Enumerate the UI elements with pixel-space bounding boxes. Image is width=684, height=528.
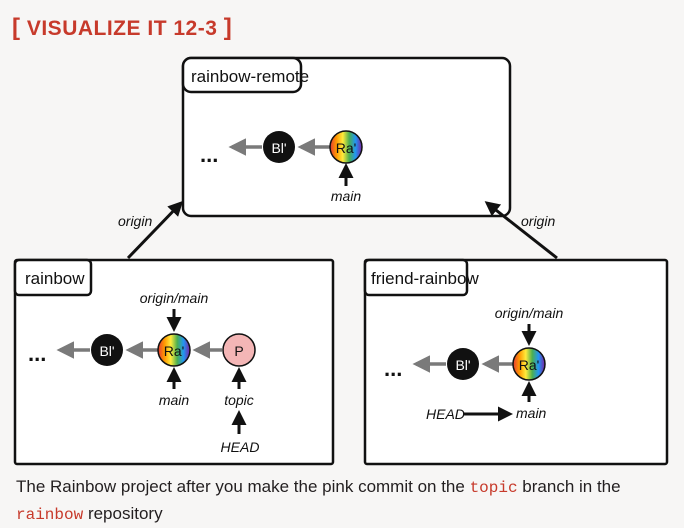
rainbow-commit-p (222, 333, 256, 367)
figure-title: VISUALIZE IT 12-3 (26, 17, 218, 40)
friend-ellipsis: ... (384, 356, 402, 381)
friend-label: friend-rainbow (371, 269, 479, 288)
rainbow-label-box (13, 258, 93, 297)
rainbow-main-label: main (159, 392, 190, 408)
origin-label-left: origin (118, 213, 152, 229)
caption-code-topic: topic (469, 479, 518, 497)
origin-connector-right (484, 201, 558, 260)
friend-rainbow-repo: friend-rainbow ... Bl' Ra' origin/main m… (363, 258, 669, 466)
friend-commit-bl (447, 348, 479, 380)
rainbow-head-label: HEAD (221, 439, 260, 455)
figure-header: [ VISUALIZE IT 12-3 ] (12, 14, 232, 42)
friend-commit-ra (512, 347, 546, 381)
origin-connector-left (126, 200, 184, 260)
remote-commit-ra-label: Ra' (336, 140, 357, 156)
figure-caption: The Rainbow project after you make the p… (16, 474, 676, 528)
rainbow-repo: rainbow ... Bl' Ra' P origin/main main t… (13, 258, 335, 466)
remote-ellipsis: ... (200, 142, 218, 167)
friend-origin-main-label: origin/main (495, 305, 564, 321)
remote-commit-bl (263, 131, 295, 163)
friend-label-box (363, 258, 469, 297)
remote-commit-bl-label: Bl' (271, 140, 286, 156)
friend-commit-ra-label: Ra' (519, 357, 540, 373)
remote-repo: rainbow-remote ... Bl' Ra' main (181, 56, 512, 218)
remote-label-box (181, 56, 303, 94)
git-diagram: rainbow-remote ... Bl' Ra' main origin o… (13, 56, 669, 466)
rainbow-label: rainbow (25, 269, 85, 288)
origin-label-right: origin (521, 213, 555, 229)
rainbow-commit-p-label: P (234, 343, 243, 359)
remote-main-label: main (331, 188, 362, 204)
rainbow-commit-ra (157, 333, 191, 367)
rainbow-commit-bl-label: Bl' (99, 343, 114, 359)
friend-head-label: HEAD (426, 406, 465, 422)
caption-text-2: branch in the (517, 477, 621, 496)
rainbow-topic-label: topic (224, 392, 254, 408)
close-bracket: ] (223, 14, 233, 41)
rainbow-origin-main-label: origin/main (140, 290, 209, 306)
caption-code-rainbow: rainbow (16, 506, 84, 524)
remote-label: rainbow-remote (191, 67, 309, 86)
rainbow-commit-bl (91, 334, 123, 366)
rainbow-commit-ra-label: Ra' (164, 343, 185, 359)
friend-commit-bl-label: Bl' (455, 357, 470, 373)
rainbow-ellipsis: ... (28, 341, 46, 366)
caption-text-1: The Rainbow project after you make the p… (16, 477, 470, 496)
open-bracket: [ (12, 14, 21, 41)
friend-main-label: main (516, 405, 547, 421)
caption-text-3: repository (83, 504, 163, 523)
